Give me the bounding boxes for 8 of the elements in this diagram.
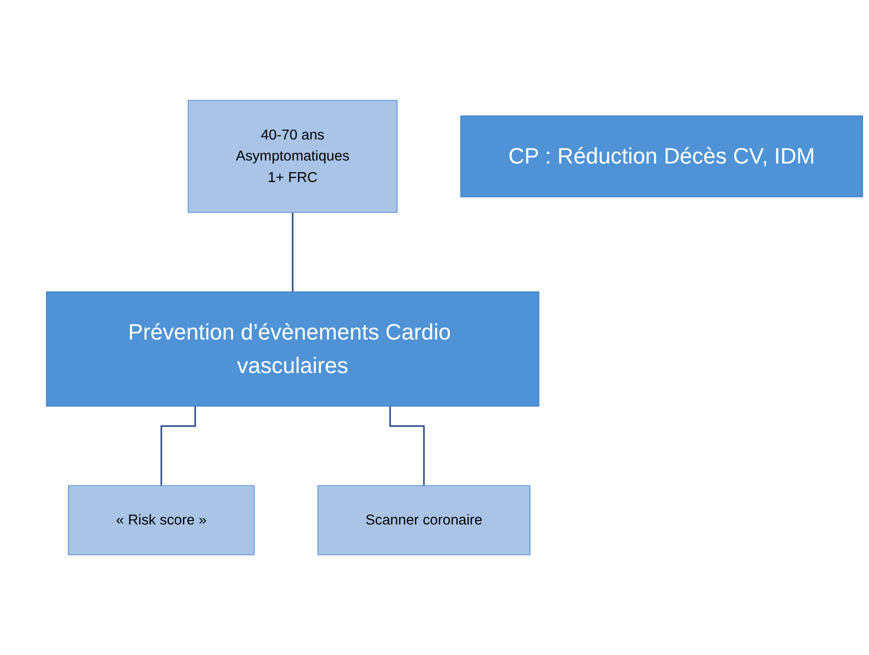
connector bbox=[292, 212, 294, 293]
connector bbox=[160, 406, 196, 486]
connector bbox=[389, 406, 425, 486]
node-box: 40-70 ans Asymptomatiques 1+ FRC bbox=[188, 100, 398, 213]
node-box: Scanner coronaire bbox=[317, 485, 530, 556]
node-box: CP : Réduction Décès CV, IDM bbox=[460, 115, 864, 198]
node-box: « Risk score » bbox=[68, 485, 255, 556]
node-box: Prévention d’évènements Cardio vasculaires bbox=[46, 291, 540, 407]
